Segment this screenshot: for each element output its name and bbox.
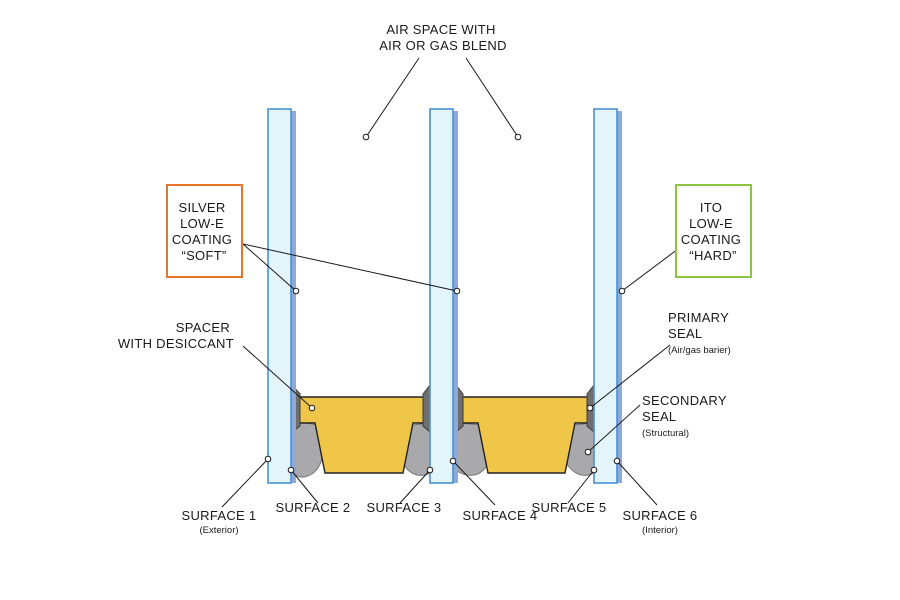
air-space-label: AIR SPACE WITH AIR OR GAS BLEND bbox=[379, 22, 507, 53]
silver-coating-box bbox=[166, 184, 243, 278]
coating-pane-2 bbox=[453, 111, 458, 483]
ito-coating-box bbox=[675, 184, 752, 278]
coating-pane-1 bbox=[291, 111, 296, 483]
surface-6-note: (Interior) bbox=[642, 525, 678, 536]
ito-coating-label: ITO LOW-E COATING “HARD” bbox=[681, 200, 745, 263]
surface-5-label: SURFACE 5 bbox=[532, 500, 607, 515]
primary-seal-note: (Air/gas barier) bbox=[668, 345, 731, 356]
silver-coating-label: SILVER LOW-E COATING “SOFT” bbox=[172, 200, 236, 263]
surface-1-label: SURFACE 1 bbox=[182, 508, 257, 523]
secondary-seal-label: SECONDARY SEAL bbox=[642, 393, 731, 424]
leader-dots bbox=[264, 133, 626, 474]
surface-2-label: SURFACE 2 bbox=[276, 500, 351, 515]
secondary-seal-note: (Structural) bbox=[642, 428, 689, 439]
spacer-label: SPACER WITH DESICCANT bbox=[118, 320, 234, 351]
primary-seal-2 bbox=[422, 383, 431, 434]
surface-1-note: (Exterior) bbox=[199, 525, 238, 536]
glass-pane-3 bbox=[593, 108, 618, 484]
surface-4-label: SURFACE 4 bbox=[463, 508, 538, 523]
glass-pane-1 bbox=[267, 108, 292, 484]
glass-pane-2 bbox=[429, 108, 454, 484]
coating-pane-3 bbox=[617, 111, 622, 483]
surface-6-label: SURFACE 6 bbox=[623, 508, 698, 523]
surface-3-label: SURFACE 3 bbox=[367, 500, 442, 515]
leader-lines bbox=[221, 57, 691, 508]
primary-seal-label: PRIMARY SEAL bbox=[668, 310, 733, 341]
